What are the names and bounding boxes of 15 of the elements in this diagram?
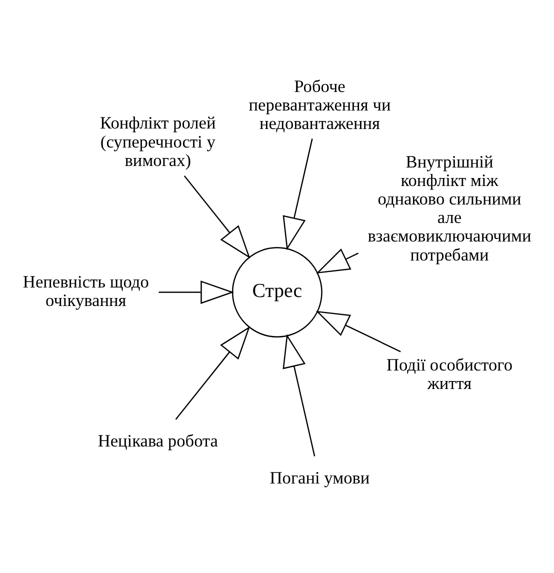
node-text: Конфлікт ролей (суперечності у вимогах): [100, 113, 216, 170]
arrow: [158, 280, 234, 304]
arrow: [175, 326, 250, 420]
node-text: Робоче перевантаження чи недовантаження: [248, 76, 391, 132]
node-text: Внутрішній конфлікт між однаково сильними але взаємовиключаючими потребами: [368, 152, 532, 264]
node-text: Погані умови: [270, 468, 370, 487]
node-text: Непевність щодо очікування: [22, 272, 149, 310]
arrow: [282, 333, 316, 456]
node-text: Нецікава робота: [98, 430, 218, 450]
node-text: Події особистого життя: [386, 355, 513, 393]
arrow: [316, 310, 401, 352]
arrow: [184, 175, 250, 258]
node-circle: Стрес: [232, 246, 322, 337]
arrow: [282, 138, 313, 250]
arrow: [316, 248, 359, 274]
